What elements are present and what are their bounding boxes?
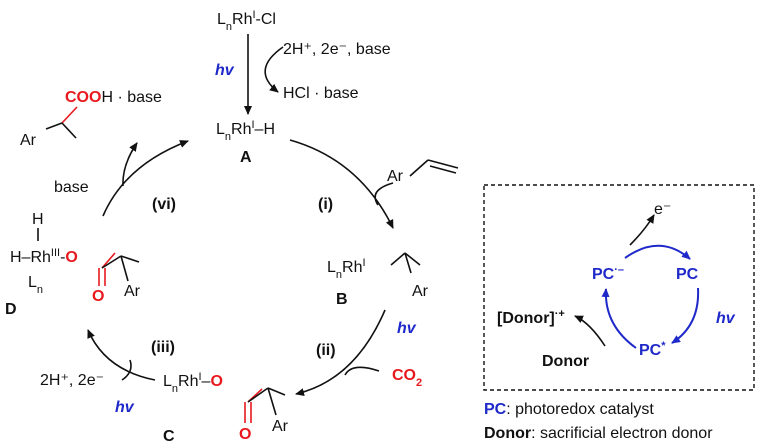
hv-step-ii: hv <box>397 320 417 337</box>
species-d: H H–RhIII-O Ln O Ar D <box>5 211 141 318</box>
pc-excited-state: PC* <box>639 340 666 359</box>
arrow-step-iii <box>87 329 156 381</box>
svg-text:H: H <box>32 211 44 228</box>
species-b: LnRhI Ar B <box>327 252 429 308</box>
byproduct: HCl · base <box>283 85 359 102</box>
svg-text:Ar: Ar <box>387 168 404 185</box>
svg-text:Ln: Ln <box>28 274 43 296</box>
svg-text:O: O <box>92 288 104 305</box>
arrow-step-ii <box>295 309 386 397</box>
substrate-entry-curve <box>374 182 394 206</box>
svg-text:LnRhI–H: LnRhI–H <box>216 119 275 143</box>
activation-reagents: 2H⁺, 2e⁻, base <box>283 41 391 58</box>
co2-entry-curve <box>344 366 380 376</box>
svg-text:LnRhI-Cl: LnRhI-Cl <box>217 9 276 33</box>
label-a: A <box>240 149 252 166</box>
species-a: LnRhI–H A <box>216 119 275 166</box>
precatalyst: LnRhI-Cl <box>217 9 276 33</box>
label-d: D <box>5 301 17 318</box>
styrene-substrate: Ar <box>387 159 459 185</box>
reductant-reagent: 2H⁺, 2e⁻ <box>40 372 104 389</box>
svg-text:O: O <box>239 426 251 443</box>
svg-text:Ar: Ar <box>20 132 37 149</box>
reductant-entry-curve <box>121 359 132 381</box>
product: COOH · base Ar <box>20 89 162 149</box>
step-ii-label: (ii) <box>316 342 336 359</box>
svg-text:LnRhI–O: LnRhI–O <box>163 371 223 395</box>
legend-donor: Donor: sacrificial electron donor <box>484 425 713 442</box>
hv-step-iii: hv <box>115 399 135 416</box>
svg-text:Ar: Ar <box>272 418 289 435</box>
pc-ground-state: PC <box>676 266 699 283</box>
inset-arrow-reduction <box>624 244 691 260</box>
pc-radical-anion: PC·– <box>592 264 624 283</box>
product-release-curve <box>122 142 138 187</box>
donor-radical-cation: [Donor]·+ <box>497 308 565 327</box>
arrow-step-i <box>289 139 394 229</box>
svg-text:COOH · base: COOH · base <box>65 89 162 106</box>
label-c: C <box>163 428 175 445</box>
hv-inset: hv <box>716 310 736 327</box>
hv-activation: hv <box>215 62 235 79</box>
photoredox-inset-box <box>483 184 755 391</box>
step-i-label: (i) <box>318 196 333 213</box>
donor: Donor <box>542 353 589 370</box>
electron-release-curve <box>629 214 655 246</box>
svg-text:LnRhI: LnRhI <box>327 257 366 281</box>
step-iii-label: (iii) <box>151 339 175 356</box>
step-vi-label: (vi) <box>152 196 176 213</box>
legend-pc: PC: photoredox catalyst <box>484 401 654 418</box>
arrow-step-vi <box>102 140 189 217</box>
svg-text:Ar: Ar <box>412 283 429 300</box>
inset-arrow-excitation <box>671 287 700 344</box>
activation-curve <box>264 46 284 93</box>
svg-text:H–RhIII-O: H–RhIII-O <box>10 247 78 266</box>
donor-oxidation-curve <box>574 315 606 347</box>
base-reagent: base <box>54 179 89 196</box>
co2-reagent: CO2 <box>392 367 422 389</box>
species-c: LnRhI–O O Ar C <box>163 371 289 445</box>
inset-arrow-quench <box>601 288 637 349</box>
electron-label: e⁻ <box>654 201 671 218</box>
svg-text:Ar: Ar <box>124 283 141 300</box>
label-b: B <box>336 291 348 308</box>
